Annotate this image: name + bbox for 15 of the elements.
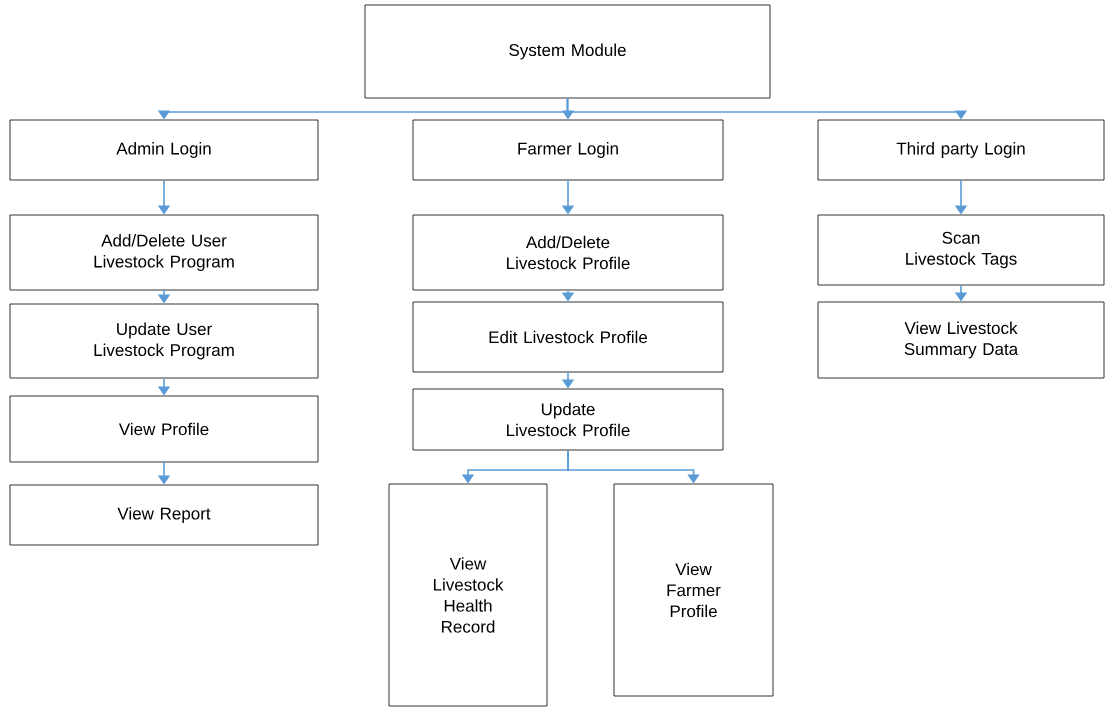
process-box: Update Livestock Profile	[412, 388, 724, 451]
process-box: Farmer Login	[412, 119, 724, 181]
process-box: Update User Livestock Program	[9, 303, 319, 379]
process-box: View Report	[9, 484, 319, 546]
process-box: Third party Login	[817, 119, 1105, 181]
process-box: Admin Login	[9, 119, 319, 181]
process-box: View Farmer Profile	[613, 483, 774, 697]
process-box: Edit Livestock Profile	[412, 301, 724, 373]
process-box: View Profile	[9, 395, 319, 463]
process-box: Scan Livestock Tags	[817, 214, 1105, 286]
process-box: View Livestock Health Record	[388, 483, 548, 707]
process-box: Add/Delete User Livestock Program	[9, 214, 319, 291]
process-box: System Module	[364, 4, 771, 99]
process-box: Add/Delete Livestock Profile	[412, 214, 724, 291]
process-box: View Livestock Summary Data	[817, 301, 1105, 379]
